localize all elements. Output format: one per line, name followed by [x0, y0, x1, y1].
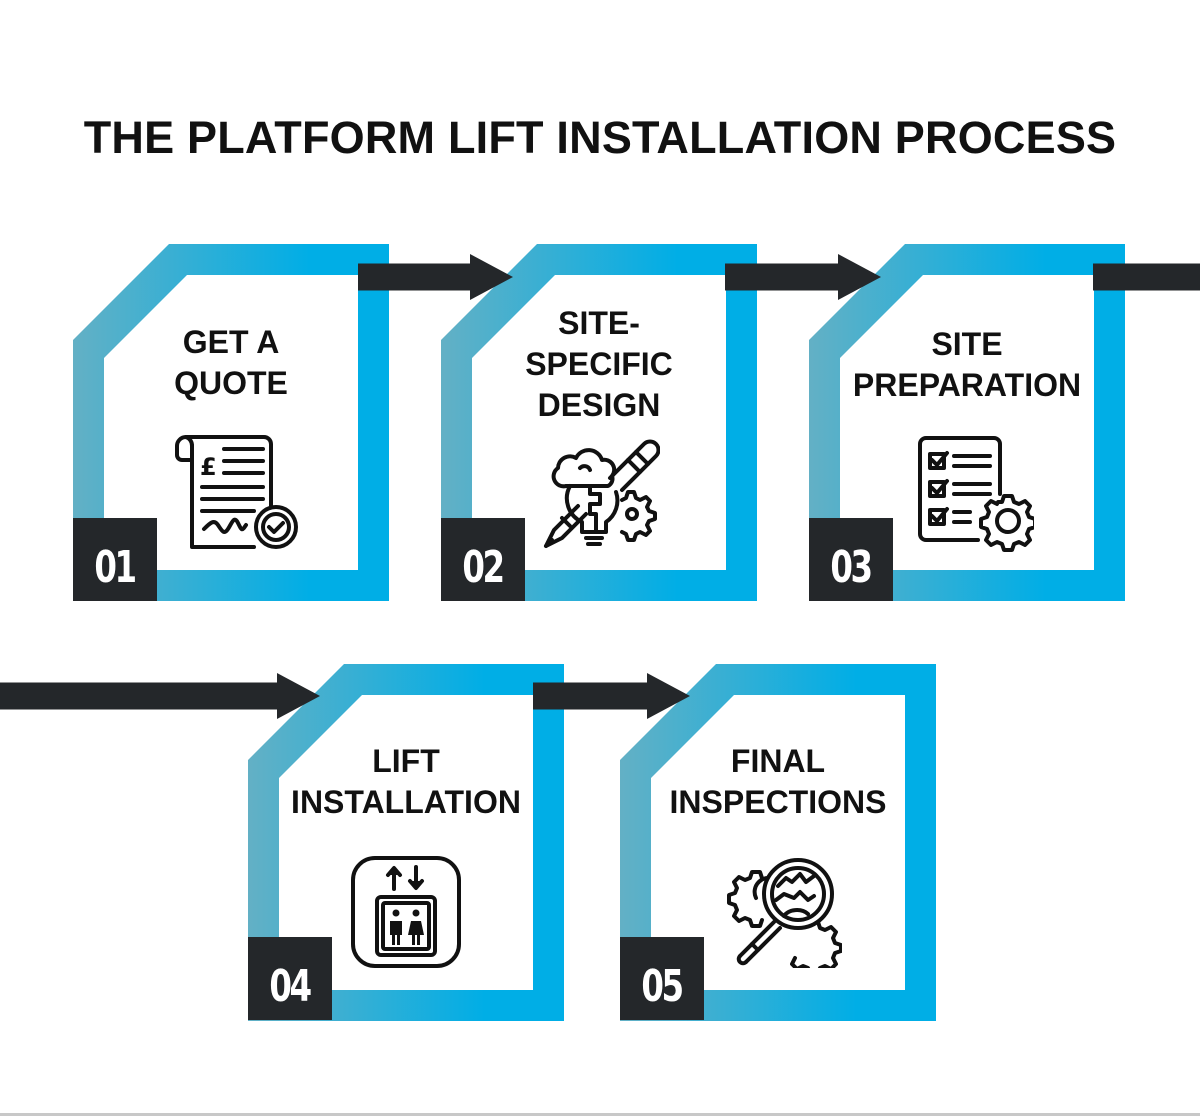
arrow-1-to-2-head: [470, 254, 513, 300]
design-idea-icon: [544, 439, 660, 548]
step-5-number-text: 05: [641, 961, 685, 1012]
step-2-label: SITE- SPECIFIC DESIGN: [525, 305, 673, 423]
step-2-number-text: 02: [462, 542, 506, 593]
arrow-1-to-2: [358, 254, 513, 300]
page-title: THE PLATFORM LIFT INSTALLATION PROCESS: [83, 112, 1117, 163]
step-1-number-text: 01: [94, 542, 138, 593]
arrow-4-to-5: [533, 673, 690, 719]
arrow-4-to-5-head: [647, 673, 690, 719]
step-5-number: 05: [620, 937, 704, 1020]
checklist-gear-icon: [918, 436, 1034, 552]
arrow-2-to-3-head: [838, 254, 881, 300]
step-5-label: FINAL INSPECTIONS: [669, 743, 887, 820]
step-3-number: 03: [809, 518, 893, 601]
arrow-3-exit: [1093, 263, 1200, 291]
arrow-1-to-2-shaft: [358, 263, 471, 291]
inspection-magnifier-icon: [727, 858, 842, 968]
arrow-4-to-5-shaft: [533, 682, 648, 710]
arrow-3-exit-shaft: [1093, 263, 1200, 291]
step-1-label: GET A QUOTE: [174, 324, 288, 401]
arrow-2-to-3-shaft: [725, 263, 839, 291]
step-3-label: SITE PREPARATION: [852, 326, 1082, 403]
bottom-rule: [0, 1113, 1200, 1116]
elevator-icon: [351, 856, 461, 968]
step-1-number: 01: [73, 518, 157, 601]
step-4-number-text: 04: [269, 961, 313, 1012]
arrow-entry-4-shaft: [0, 682, 278, 710]
arrow-entry-4-head: [277, 673, 320, 719]
arrow-entry-4: [0, 673, 320, 719]
step-4-label: LIFT INSTALLATION: [291, 743, 521, 820]
step-2-number: 02: [441, 518, 525, 601]
step-3-number-text: 03: [830, 542, 874, 593]
quote-document-icon: £: [175, 435, 298, 549]
arrow-2-to-3: [725, 254, 881, 300]
step-4-number: 04: [248, 937, 332, 1020]
svg-text:£: £: [200, 453, 217, 481]
